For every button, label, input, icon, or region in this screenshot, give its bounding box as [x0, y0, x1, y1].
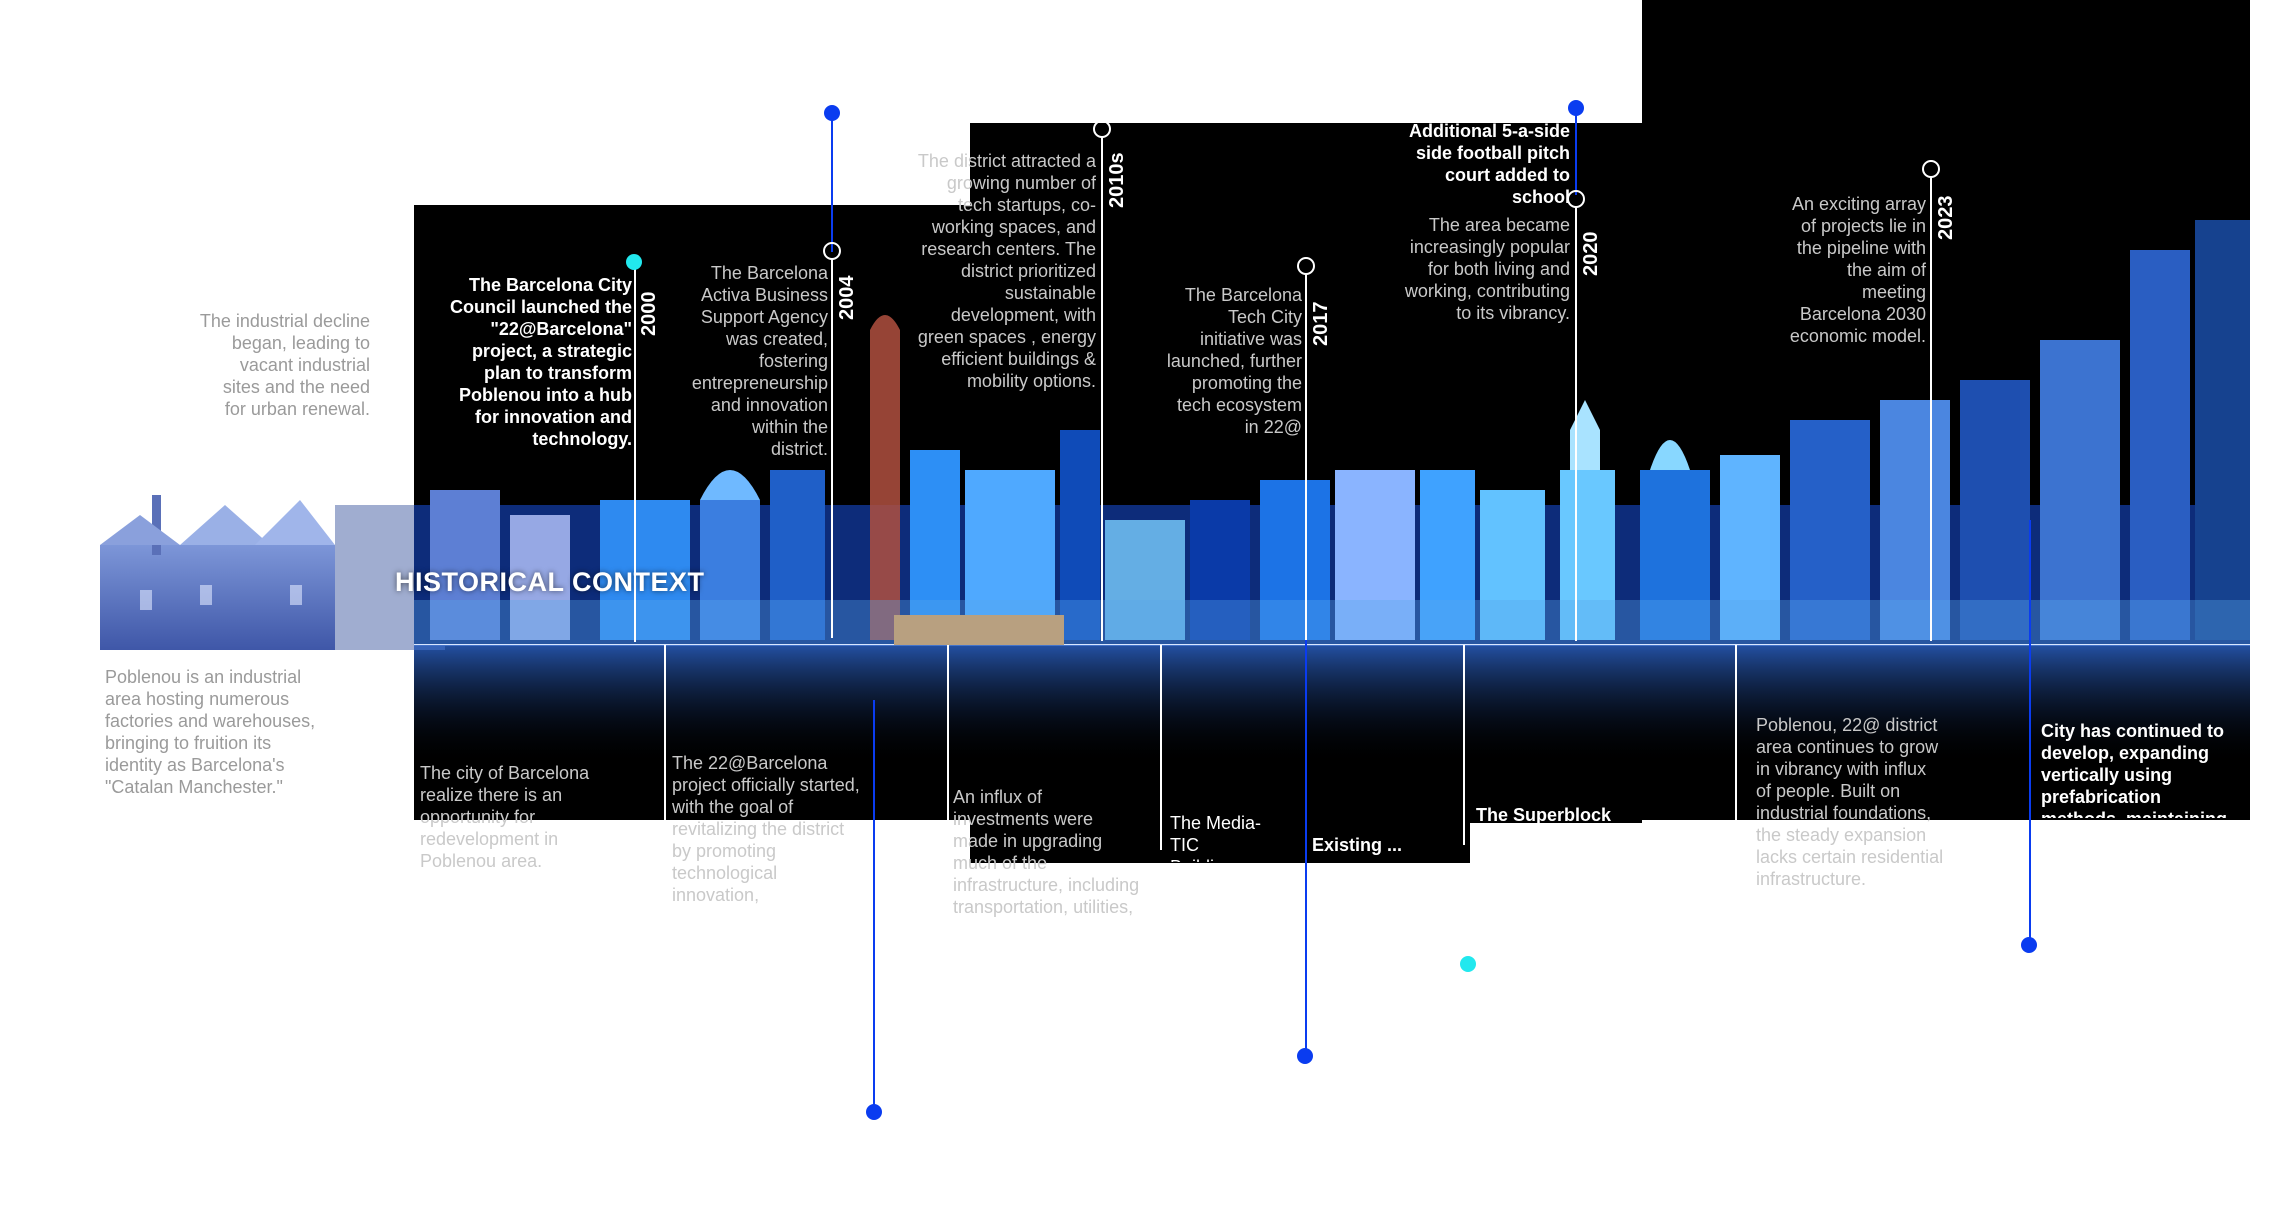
text-2020-top: Additional 5-a-side side football pitch …	[1408, 121, 1570, 207]
lower-text-3: An influx of investments were made in up…	[953, 787, 1140, 917]
timeline-line-2017	[1305, 273, 1307, 641]
marker-2000-cyan	[626, 254, 642, 270]
marker-2004-blue-top	[824, 105, 840, 121]
timeline-line-2004-top	[831, 118, 833, 252]
timeline-line-2020-top	[1575, 115, 1577, 195]
panel-gap-cover	[1470, 823, 1642, 863]
section-title: HISTORICAL CONTEXT	[395, 567, 705, 597]
year-2004: 2004	[836, 275, 858, 321]
timeline-line-2023-bottom	[2029, 520, 2031, 940]
timeline-line-2004-bottom	[873, 700, 875, 1110]
year-2000: 2000	[638, 291, 660, 337]
text-2020: The area became increasingly popular for…	[1404, 215, 1570, 323]
industrial-buildings	[100, 495, 445, 650]
timeline-line-2000	[634, 262, 636, 642]
timeline-line-2017-bottom	[1305, 640, 1307, 1050]
year-2010s: 2010s	[1106, 152, 1128, 208]
divider-lower-3	[1160, 645, 1162, 850]
year-2020: 2020	[1580, 231, 1602, 277]
lower-text-7: Poblenou, 22@ district area continues to…	[1756, 715, 1944, 889]
marker-2020-cyan-bottom	[1460, 956, 1476, 972]
divider-lower-2	[947, 645, 949, 895]
lower-text-4: The Media-TIC Building, a symbol of	[1170, 813, 1262, 862]
modern-skyline	[414, 220, 2250, 646]
text-2004: The Barcelona Activa Business Support Ag…	[691, 263, 828, 459]
lower-text-1: The city of Barcelona realize there is a…	[420, 763, 590, 871]
marker-2017-blue-bottom	[1297, 1048, 1313, 1064]
text-2023: An exciting array of projects lie in the…	[1789, 194, 1926, 346]
year-2023: 2023	[1935, 195, 1957, 241]
text-2010s: The district attracted a growing number …	[917, 151, 1096, 391]
poblenou-industrial-text: Poblenou is an industrial area hosting n…	[105, 667, 316, 797]
timeline-line-2010s	[1101, 136, 1103, 641]
marker-2023-blue-bottom	[2021, 937, 2037, 953]
marker-2004-blue-bottom	[866, 1104, 882, 1120]
industrial-decline-text: The industrial decline began, leading to…	[199, 311, 370, 419]
marker-2020-blue-top	[1568, 100, 1584, 116]
timeline-line-2023	[1930, 176, 1932, 641]
divider-lower-1	[664, 645, 666, 885]
lower-text-5: Existing ...	[1312, 835, 1403, 855]
text-2000: The Barcelona City Council launched the …	[449, 275, 632, 449]
lower-text-2: The 22@Barcelona project officially star…	[672, 753, 860, 905]
divider-lower-5	[1735, 645, 1737, 895]
lower-text-8: City has continued to develop, expanding…	[2041, 721, 2227, 818]
skyline-reflection	[414, 645, 2250, 765]
divider-lower-4	[1463, 645, 1465, 845]
timeline-line-2004	[831, 258, 833, 638]
year-2017: 2017	[1310, 301, 1332, 347]
timeline-line-2020	[1575, 206, 1577, 641]
text-2017: The Barcelona Tech City initiative was l…	[1166, 285, 1302, 437]
lower-text-6: The Superblock initiative began, aiming …	[1476, 805, 1646, 942]
